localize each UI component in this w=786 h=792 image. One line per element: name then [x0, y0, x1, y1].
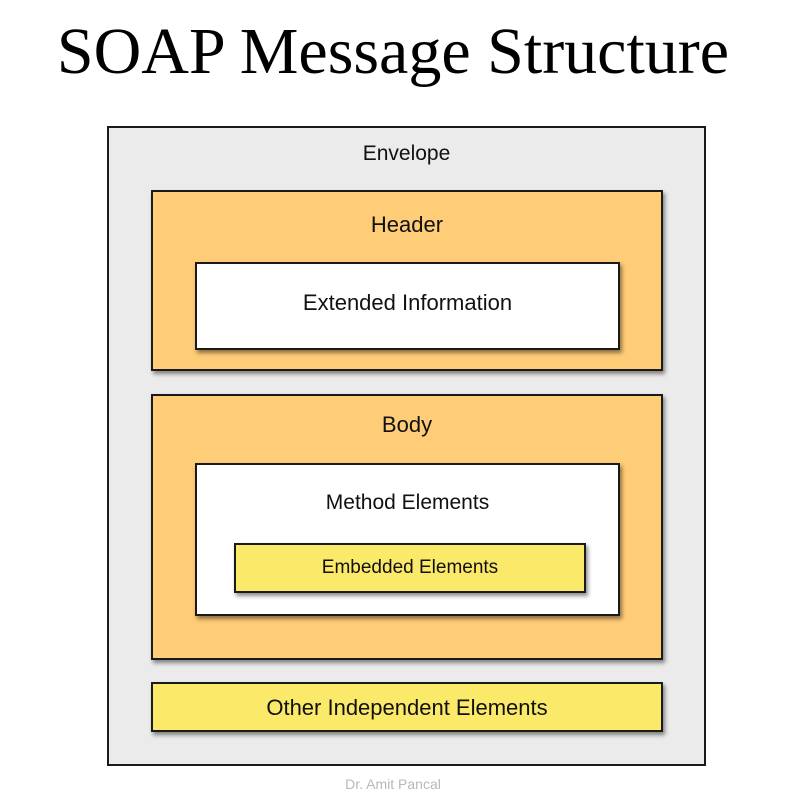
- other-independent-elements-label: Other Independent Elements: [266, 695, 548, 720]
- header-box: Header Extended Information: [151, 190, 663, 371]
- method-elements-box: Method Elements Embedded Elements: [195, 463, 620, 616]
- footer-credit: Dr. Amit Pancal: [345, 776, 441, 792]
- other-independent-elements-box: Other Independent Elements: [151, 682, 663, 732]
- header-label: Header: [370, 212, 444, 237]
- embedded-elements-label: Embedded Elements: [321, 557, 499, 578]
- embedded-elements-box: Embedded Elements: [234, 543, 586, 593]
- body-label: Body: [381, 412, 433, 437]
- body-box: Body Method Elements Embedded Elements: [151, 394, 663, 660]
- envelope-box: Envelope Header Extended Information Bod…: [107, 126, 706, 766]
- envelope-label: Envelope: [362, 142, 451, 165]
- extended-information-box: Extended Information: [195, 262, 620, 350]
- extended-information-label: Extended Information: [302, 290, 513, 315]
- page-title: SOAP Message Structure: [56, 15, 730, 88]
- method-elements-label: Method Elements: [325, 491, 490, 514]
